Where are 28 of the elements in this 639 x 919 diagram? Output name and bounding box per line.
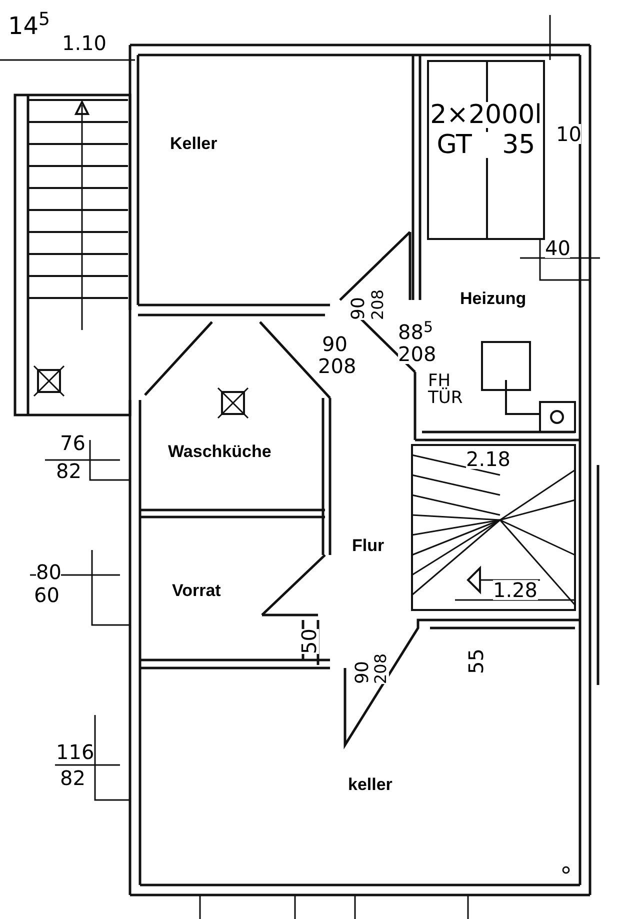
dimension-label: 82: [60, 768, 86, 788]
tank-label: 2×2000l: [430, 102, 542, 128]
room-label: Keller: [170, 135, 218, 152]
dimension-label: 50: [299, 628, 319, 654]
dimension-label: 40: [545, 238, 570, 258]
dimension-label: 82: [56, 461, 82, 481]
dimension-label: 2.18: [466, 449, 511, 469]
room-label: Heizung: [460, 290, 526, 307]
dimension-label: 208: [370, 289, 386, 320]
dimension-label: 1.10: [62, 33, 107, 53]
dimension-label: 76: [60, 433, 86, 453]
dimension-label: 88$^{5}$: [398, 322, 433, 342]
dimension-label: 60: [34, 585, 60, 605]
dimension-label: 116: [56, 742, 94, 762]
dimension-label: 80: [36, 562, 62, 582]
dimension-label: 1.28: [493, 580, 538, 600]
room-label: Flur: [352, 537, 384, 554]
oil-tank: [427, 60, 545, 240]
room-label: Waschküche: [168, 443, 272, 460]
dimension-label: 55: [466, 648, 486, 674]
tank-label: GT 35: [436, 132, 536, 158]
dimension-label: 208: [398, 344, 436, 364]
dimension-label: 208: [373, 653, 389, 684]
dimension-label: 10: [556, 124, 582, 144]
dimension-label: 90: [322, 334, 348, 354]
dimension-label: 208: [318, 356, 356, 376]
room-label: Vorrat: [172, 582, 221, 599]
room-label: keller: [348, 776, 392, 793]
